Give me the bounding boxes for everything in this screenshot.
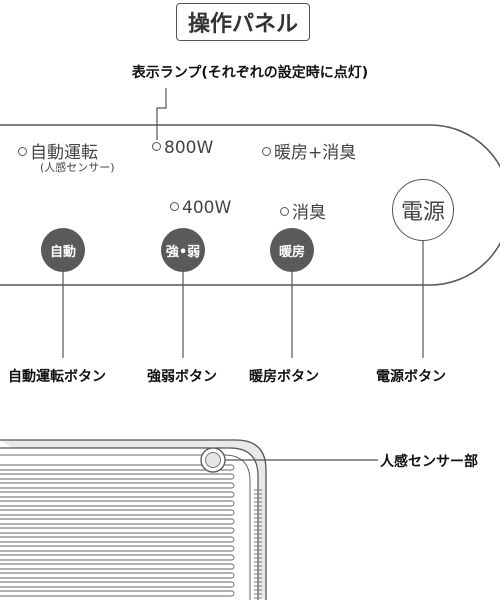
- heater-illustration: [0, 439, 378, 600]
- indicator-400w: 400W: [170, 198, 231, 218]
- indicator-lamp-caption: 表示ランプ(それぞれの設定時に点灯): [131, 65, 369, 81]
- lamp-dot-icon: [280, 206, 289, 216]
- indicator-800w: 800W: [152, 138, 213, 158]
- human-sensor-label: 人感センサー部: [380, 454, 478, 470]
- lamp-dot-icon: [18, 146, 27, 156]
- strength-button-label: 強弱ボタン: [147, 369, 217, 385]
- indicator-heat-deodor: 暖房+消臭: [262, 138, 356, 163]
- indicator-deodor: 消臭: [280, 198, 326, 223]
- power-button[interactable]: 電源: [392, 179, 454, 241]
- panel-outline: [0, 124, 500, 286]
- heat-button-label: 暖房ボタン: [249, 369, 319, 385]
- lamp-dot-icon: [152, 141, 161, 151]
- auto-button[interactable]: 自動: [41, 228, 85, 272]
- indicator-auto: 自動運転: [18, 138, 98, 163]
- panel-title: 操作パネル: [176, 3, 310, 41]
- auto-button-label: 自動運転ボタン: [8, 369, 106, 385]
- heater-grille: [0, 464, 235, 597]
- lamp-dot-icon: [262, 146, 271, 156]
- heat-button[interactable]: 暖房: [270, 228, 314, 272]
- lamp-leader-line: [156, 88, 167, 140]
- indicator-auto-sub: (人感センサー): [40, 161, 115, 174]
- strength-button[interactable]: 強•弱: [161, 228, 205, 272]
- power-button-label: 電源ボタン: [376, 369, 446, 385]
- lamp-dot-icon: [170, 201, 179, 211]
